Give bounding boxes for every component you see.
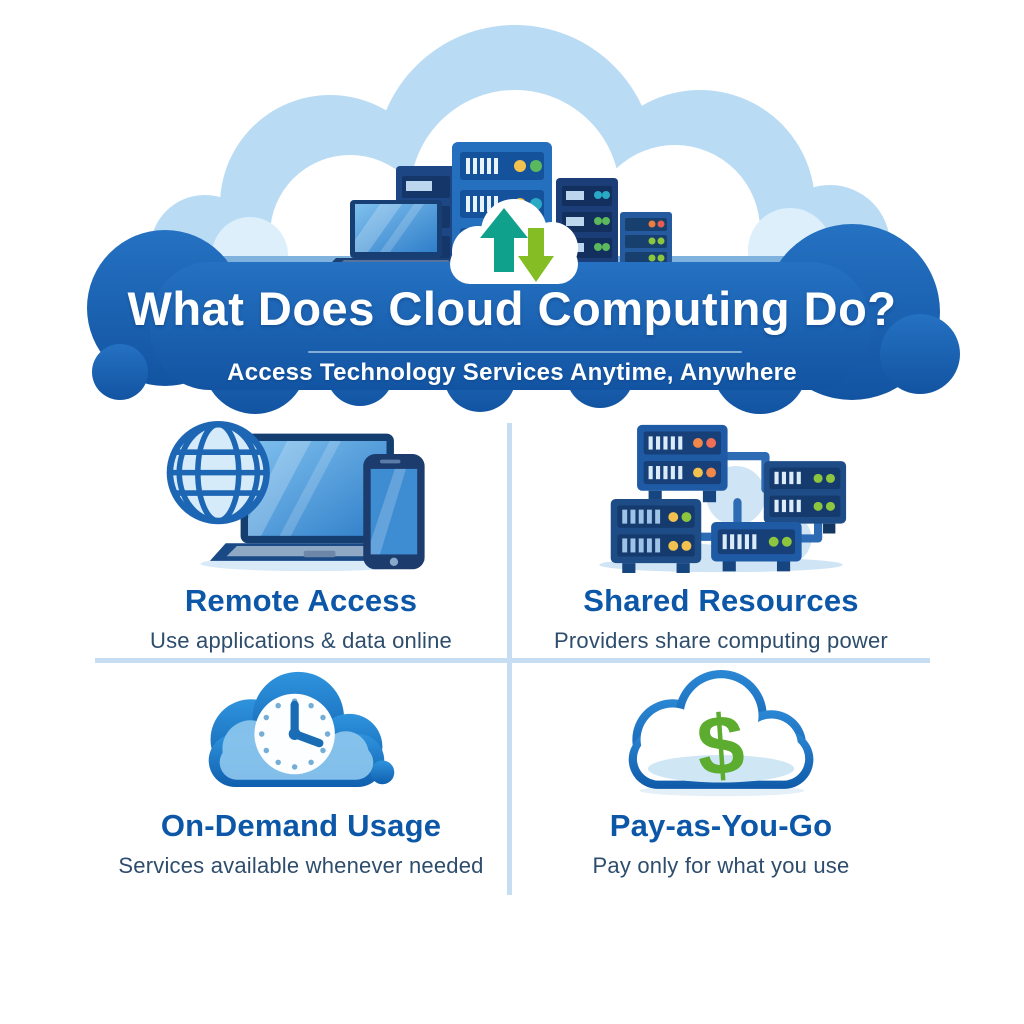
- feature-on-demand: On-Demand Usage Services available whene…: [95, 666, 507, 892]
- quadrant-divider-horizontal: [95, 658, 930, 663]
- feature-remote-access: Remote Access Use applications & data on…: [95, 413, 507, 656]
- upload-download-arrows-icon: [450, 199, 578, 284]
- feature-title-remote-access: Remote Access: [184, 583, 418, 618]
- feature-description-on-demand: Services available whenever needed: [118, 853, 484, 878]
- feature-description-remote-access: Use applications & data online: [150, 628, 452, 653]
- cloud-clock-icon: [208, 671, 394, 788]
- feature-description-pay-as-you-go: Pay only for what you use: [592, 853, 850, 878]
- feature-title-shared-resources: Shared Resources: [583, 583, 859, 618]
- feature-title-on-demand: On-Demand Usage: [160, 808, 442, 843]
- feature-description-shared-resources: Providers share computing power: [554, 628, 888, 653]
- banner-title: What Does Cloud Computing Do?: [127, 282, 897, 335]
- feature-shared-resources: Shared Resources Providers share computi…: [512, 413, 930, 656]
- hero-illustration: [87, 25, 960, 414]
- banner-title-divider: [308, 351, 742, 353]
- feature-pay-as-you-go: $ Pay-as-You-Go Pay only for what you us…: [512, 666, 930, 892]
- banner-subtitle: Access Technology Services Anytime, Anyw…: [227, 359, 797, 386]
- globe-laptop-phone-icon: [166, 421, 425, 572]
- feature-title-pay-as-you-go: Pay-as-You-Go: [609, 808, 833, 843]
- banner-cloud: [87, 224, 960, 414]
- cloud-dollar-icon: $: [628, 670, 813, 797]
- dollar-sign-icon: $: [693, 697, 746, 794]
- connected-servers-icon: [599, 424, 847, 573]
